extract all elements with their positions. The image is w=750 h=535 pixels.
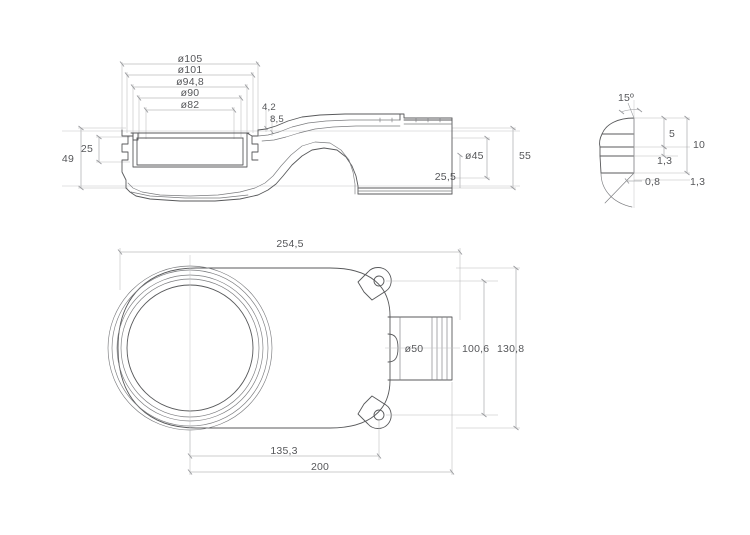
plan-mount-tab-top <box>357 267 392 301</box>
section-view: ø105 ø101 ø94,8 ø90 ø82 49 25 <box>62 53 531 202</box>
dim-label-detail-1-3-upper: 1,3 <box>657 155 672 167</box>
dim-label-height-55: 55 <box>519 150 531 162</box>
detail-band-3 <box>599 155 635 174</box>
detail-top-cap <box>601 117 635 135</box>
dim-label-detail-5: 5 <box>669 128 675 140</box>
detail-radius-line <box>604 172 635 204</box>
detail-view: 15º 5 10 1,3 <box>599 92 705 208</box>
section-diameter-dimension-lines <box>119 61 261 113</box>
plan-mount-hole-top <box>373 275 385 287</box>
dim-label-dia-90: ø90 <box>181 87 200 99</box>
section-body-outline <box>121 113 453 202</box>
dim-label-angle-15: 15º <box>618 92 634 104</box>
section-right-dimensions: 55 ø45 25,5 <box>435 125 531 191</box>
plan-top-dimension: 254,5 <box>117 238 463 320</box>
dim-label-length-254-5: 254,5 <box>276 238 303 250</box>
section-height-dimensions: 49 25 <box>62 125 130 191</box>
detail-angle-dimension: 15º <box>618 92 643 119</box>
plan-bottom-dimensions: 135,3 200 <box>187 382 455 475</box>
dim-label-dia-101: ø101 <box>178 64 203 76</box>
dim-label-dia-45: ø45 <box>465 150 484 162</box>
plan-outlet-spigot: ø50 <box>385 316 460 381</box>
section-thickness-dimensions: 4,2 8,5 <box>262 102 284 136</box>
detail-band-1 <box>599 133 635 148</box>
dim-label-dia-94-8: ø94,8 <box>176 76 204 88</box>
section-dimension-extensions <box>121 62 259 139</box>
plan-right-dimensions: 100,6 130,8 <box>386 265 524 431</box>
detail-right-dimensions: 5 10 1,3 <box>634 115 705 176</box>
detail-band-2 <box>599 146 635 157</box>
dim-label-dia-50: ø50 <box>405 343 424 355</box>
plan-body-outline <box>117 267 391 429</box>
dim-label-detail-0-8: 0,8 <box>645 176 660 188</box>
dim-label-height-25: 25 <box>81 143 93 155</box>
dim-label-detail-1-3-lower: 1,3 <box>690 176 705 188</box>
section-center-lines <box>62 130 520 187</box>
dim-label-width-100-6: 100,6 <box>462 343 489 355</box>
detail-bottom-dimensions: 0,8 1,3 <box>624 176 705 188</box>
plan-mount-tab-bottom <box>357 395 392 429</box>
dim-label-height-25-5: 25,5 <box>435 171 456 183</box>
plan-view: 254,5 <box>107 238 524 475</box>
detail-lower-arc <box>600 172 633 208</box>
dim-label-dia-105: ø105 <box>178 53 203 65</box>
dim-label-width-130-8: 130,8 <box>497 343 524 355</box>
dim-label-thk-4-2: 4,2 <box>262 102 276 113</box>
dim-label-length-135-3: 135,3 <box>270 445 297 457</box>
dim-label-thk-8-5: 8,5 <box>270 114 284 125</box>
dim-label-detail-10: 10 <box>693 139 705 151</box>
dim-label-length-200: 200 <box>311 461 329 473</box>
dim-label-height-49: 49 <box>62 153 74 165</box>
dim-label-dia-82: ø82 <box>181 99 200 111</box>
